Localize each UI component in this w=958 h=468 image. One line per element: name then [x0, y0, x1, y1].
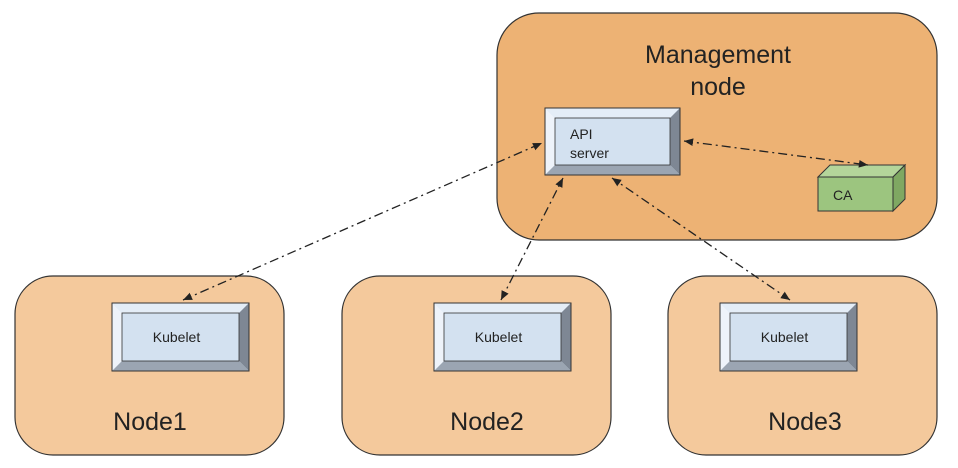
connection-node1-api	[182, 142, 543, 301]
management-node: Management node API server CA	[496, 12, 938, 241]
kubelet-label: Kubelet	[475, 329, 523, 345]
connection-api-ca	[683, 138, 869, 168]
connections	[182, 138, 869, 301]
kubelet-label: Kubelet	[761, 329, 809, 345]
kubelet-box: Kubelet	[719, 302, 858, 372]
ca-box: CA	[816, 163, 907, 213]
node-label: Node1	[113, 408, 187, 436]
node-label: Node3	[768, 408, 842, 436]
ca-label: CA	[833, 187, 853, 203]
connection-node2-api	[500, 177, 564, 301]
kubelet-label: Kubelet	[153, 329, 201, 345]
api-server-label-1: API	[570, 126, 593, 142]
management-title-line1: Management	[645, 41, 791, 69]
kubelet-box: Kubelet	[433, 302, 572, 372]
api-server-label-2: server	[570, 145, 609, 161]
node-label: Node2	[450, 408, 524, 436]
api-server-box: API server	[544, 107, 681, 176]
connection-node3-api	[611, 177, 791, 301]
management-title-line2: node	[690, 73, 746, 101]
kubelet-box: Kubelet	[111, 302, 250, 372]
